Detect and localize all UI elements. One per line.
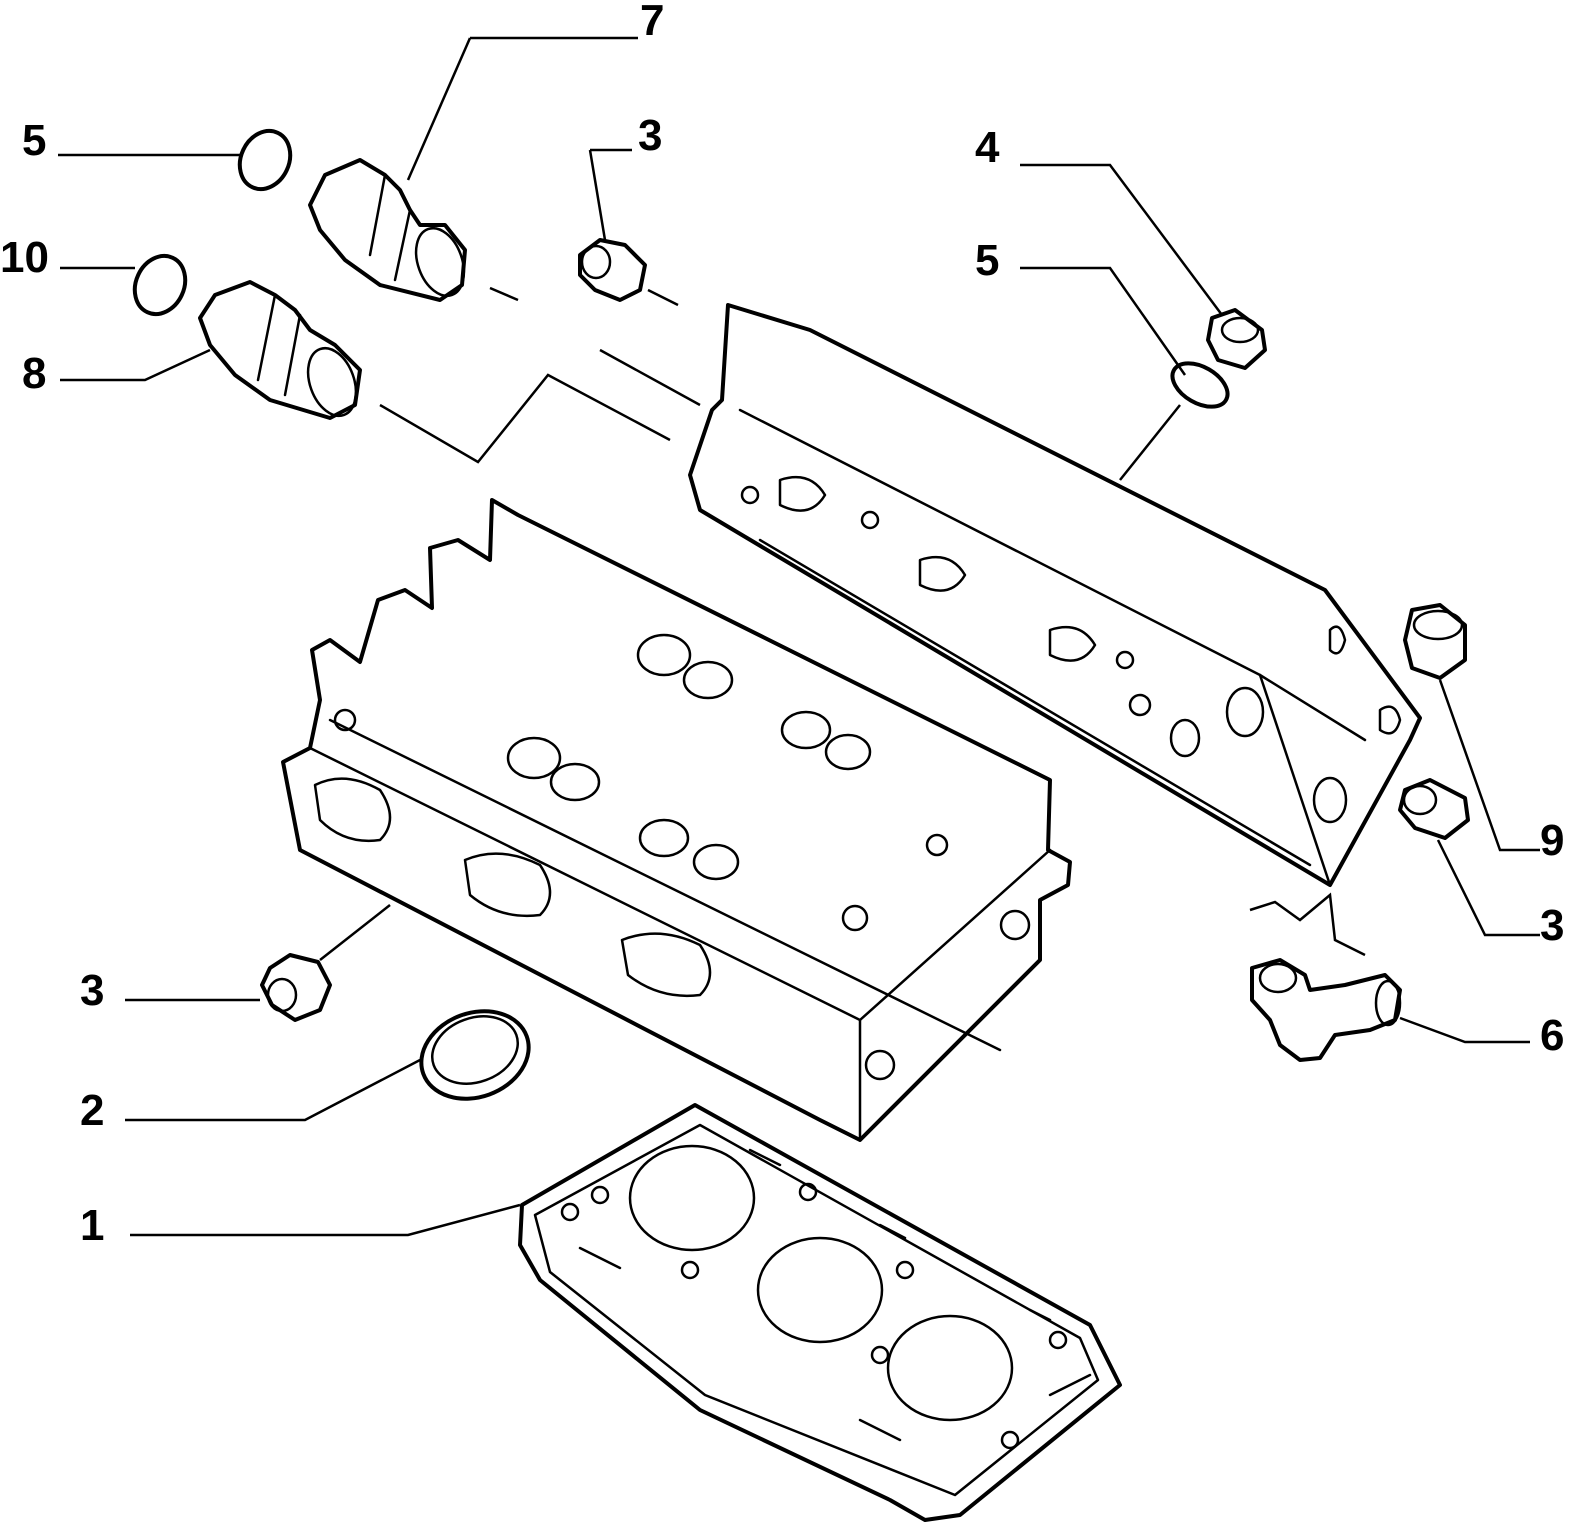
sealing-washer-5-left [237,128,293,192]
callout-3-left: 3 [80,966,104,1015]
union-fitting-8 [198,280,362,420]
elbow-fitting-6 [1250,958,1402,1062]
plug-3-top [578,238,647,302]
callout-4: 4 [975,123,1000,172]
callout-5-left: 5 [22,116,46,165]
callout-1: 1 [80,1201,104,1250]
seal-ring-2 [419,1009,531,1101]
callout-2: 2 [80,1086,104,1135]
sealing-washer-10 [132,253,188,317]
callout-8: 8 [22,349,46,398]
union-fitting-7 [308,158,467,302]
callout-labels: 7 5 10 8 3 4 5 9 3 6 3 2 1 [0,0,1564,1250]
callout-9: 9 [1540,816,1564,865]
cylinder-head [281,498,1072,1142]
plug-3-left [260,953,332,1022]
callout-3-top: 3 [638,111,662,160]
head-gasket [518,1103,1122,1522]
camshaft-carrier [688,303,1422,887]
plug-3-right [1398,778,1470,840]
callout-5-right: 5 [975,236,999,285]
leader-lines [58,36,1540,1237]
sealing-washer-5-right [1170,361,1230,409]
assembly-lines [319,286,1366,961]
bushing-9 [1403,603,1467,680]
callout-3-right: 3 [1540,901,1564,950]
callout-6: 6 [1540,1011,1564,1060]
callout-7: 7 [640,0,664,45]
plug-4 [1206,308,1267,370]
callout-10: 10 [0,233,49,282]
